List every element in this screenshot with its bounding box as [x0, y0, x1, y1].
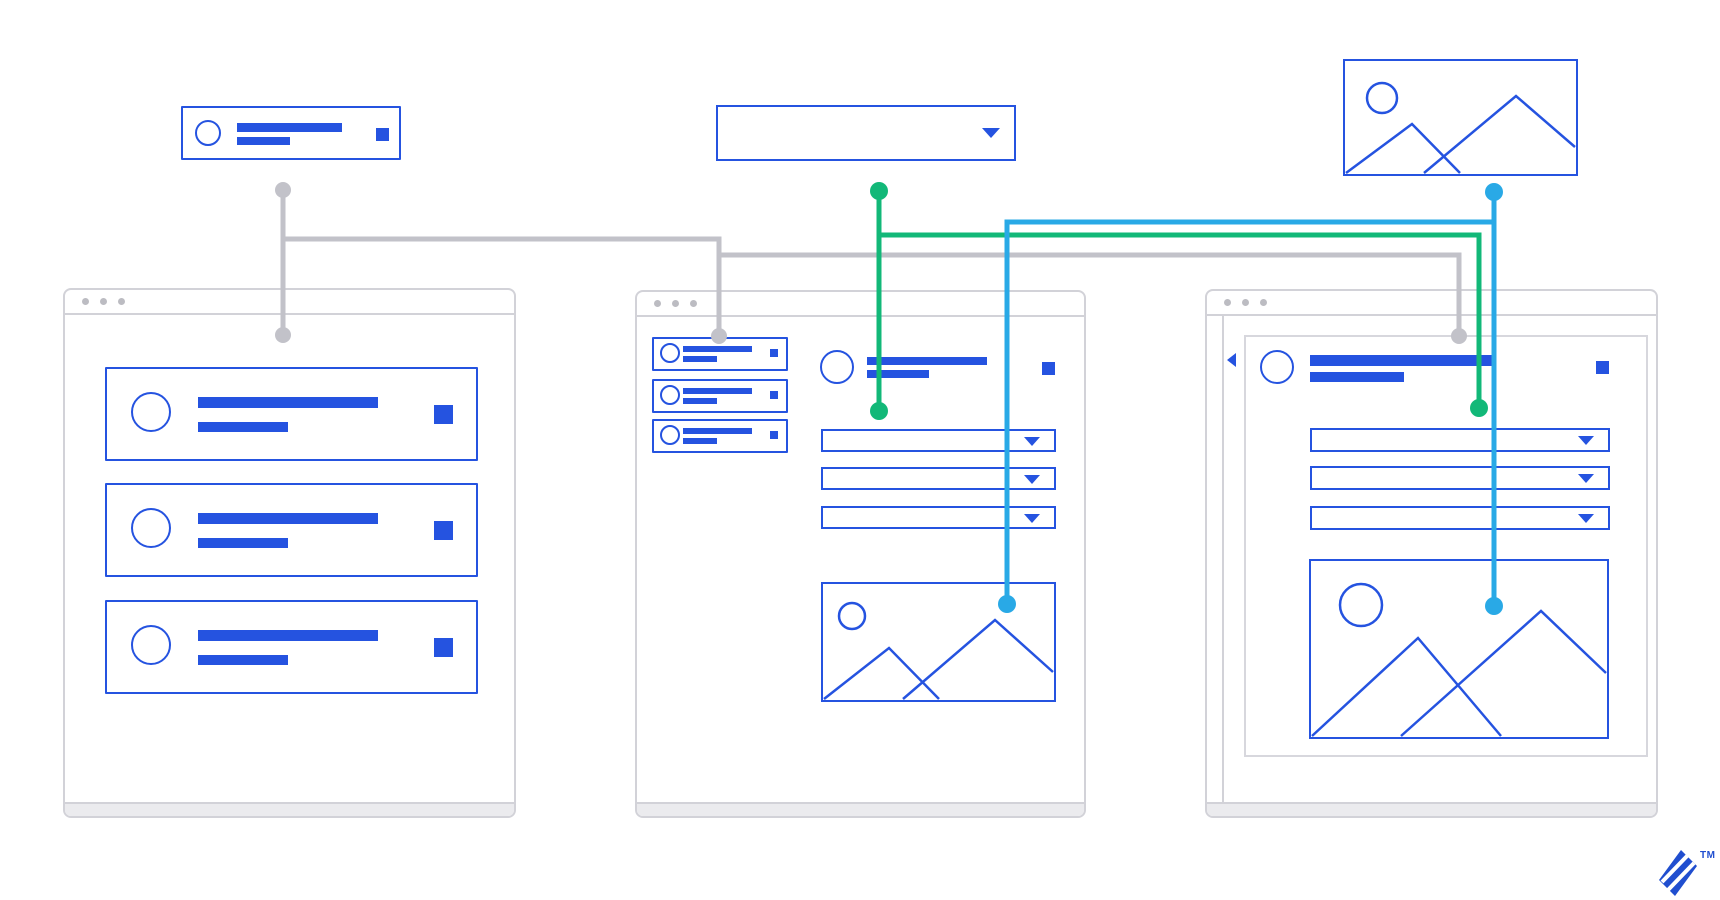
dropdown-field [821, 429, 1056, 452]
profile-avatar [1260, 350, 1294, 384]
titlebar-dot [1224, 299, 1231, 306]
window-titlebar [65, 290, 514, 315]
text-bar-long [198, 513, 378, 524]
titlebar-dot [1260, 299, 1267, 306]
titlebar-dot [1242, 299, 1249, 306]
text-bar-short [237, 137, 290, 145]
text-bar-short [683, 356, 717, 362]
titlebar-dot [654, 300, 661, 307]
image-component [1343, 59, 1578, 176]
text-bar-long [198, 630, 378, 641]
titlebar-dot [82, 298, 89, 305]
action-square [770, 431, 778, 439]
dropdown-field [821, 506, 1056, 529]
panel-window [1205, 289, 1658, 818]
text-bar-short [1310, 372, 1404, 382]
text-bar-short [198, 655, 288, 665]
window-footer [637, 802, 1084, 816]
sidebar-divider [1222, 316, 1224, 802]
profile-avatar [820, 350, 854, 384]
list-card [105, 367, 478, 461]
detail-panel [1244, 335, 1648, 757]
titlebar-dot [672, 300, 679, 307]
avatar-circle [131, 508, 171, 548]
avatar-circle [131, 392, 171, 432]
dropdown-field [821, 467, 1056, 490]
titlebar-dot [100, 298, 107, 305]
avatar-circle [131, 625, 171, 665]
text-bar-short [198, 538, 288, 548]
list-window [63, 288, 516, 818]
mini-card [652, 419, 788, 453]
dropdown-arrow-icon [1024, 514, 1040, 523]
text-bar-long [683, 428, 752, 434]
mini-card [652, 379, 788, 413]
action-square [434, 638, 453, 657]
back-arrow-icon [1227, 353, 1236, 367]
dropdown-arrow-icon [1578, 514, 1594, 523]
dropdown-field [1310, 428, 1610, 452]
image-placeholder-icon [1311, 561, 1607, 737]
detail-image [821, 582, 1056, 702]
dropdown-field [1310, 466, 1610, 490]
action-square [770, 391, 778, 399]
list-item-component [181, 106, 401, 160]
toptal-logo-icon [1659, 850, 1697, 896]
dropdown-field [1310, 506, 1610, 530]
image-placeholder-icon [1345, 61, 1576, 174]
text-bar-long [237, 123, 342, 132]
panel-image [1309, 559, 1609, 739]
dropdown-arrow-icon [1024, 437, 1040, 446]
text-bar-long [198, 397, 378, 408]
text-bar-short [683, 438, 717, 444]
brand-mark: TM [1658, 846, 1720, 900]
dropdown-component [716, 105, 1016, 161]
action-square [1042, 362, 1055, 375]
text-bar-long [683, 346, 752, 352]
text-bar-short [198, 422, 288, 432]
text-bar-long [1310, 355, 1494, 366]
text-bar-long [683, 388, 752, 394]
text-bar-short [867, 370, 929, 378]
dropdown-arrow-icon [1578, 474, 1594, 483]
action-square [376, 128, 389, 141]
list-card [105, 483, 478, 577]
text-bar-long [867, 357, 987, 365]
action-square [434, 521, 453, 540]
list-card [105, 600, 478, 694]
image-placeholder-icon [823, 584, 1054, 700]
window-titlebar [1207, 291, 1656, 316]
action-square [770, 349, 778, 357]
avatar-circle [195, 120, 221, 146]
window-footer [65, 802, 514, 816]
mini-card [652, 337, 788, 371]
window-footer [1207, 802, 1656, 816]
window-titlebar [637, 292, 1084, 317]
titlebar-dot [118, 298, 125, 305]
dropdown-arrow-icon [1024, 475, 1040, 484]
avatar-circle [660, 425, 680, 445]
detail-window [635, 290, 1086, 818]
action-square [1596, 361, 1609, 374]
dropdown-arrow-icon [1578, 436, 1594, 445]
avatar-circle [660, 343, 680, 363]
avatar-circle [660, 385, 680, 405]
dropdown-arrow-icon [982, 128, 1000, 138]
action-square [434, 405, 453, 424]
text-bar-short [683, 398, 717, 404]
trademark-label: TM [1700, 850, 1716, 861]
titlebar-dot [690, 300, 697, 307]
